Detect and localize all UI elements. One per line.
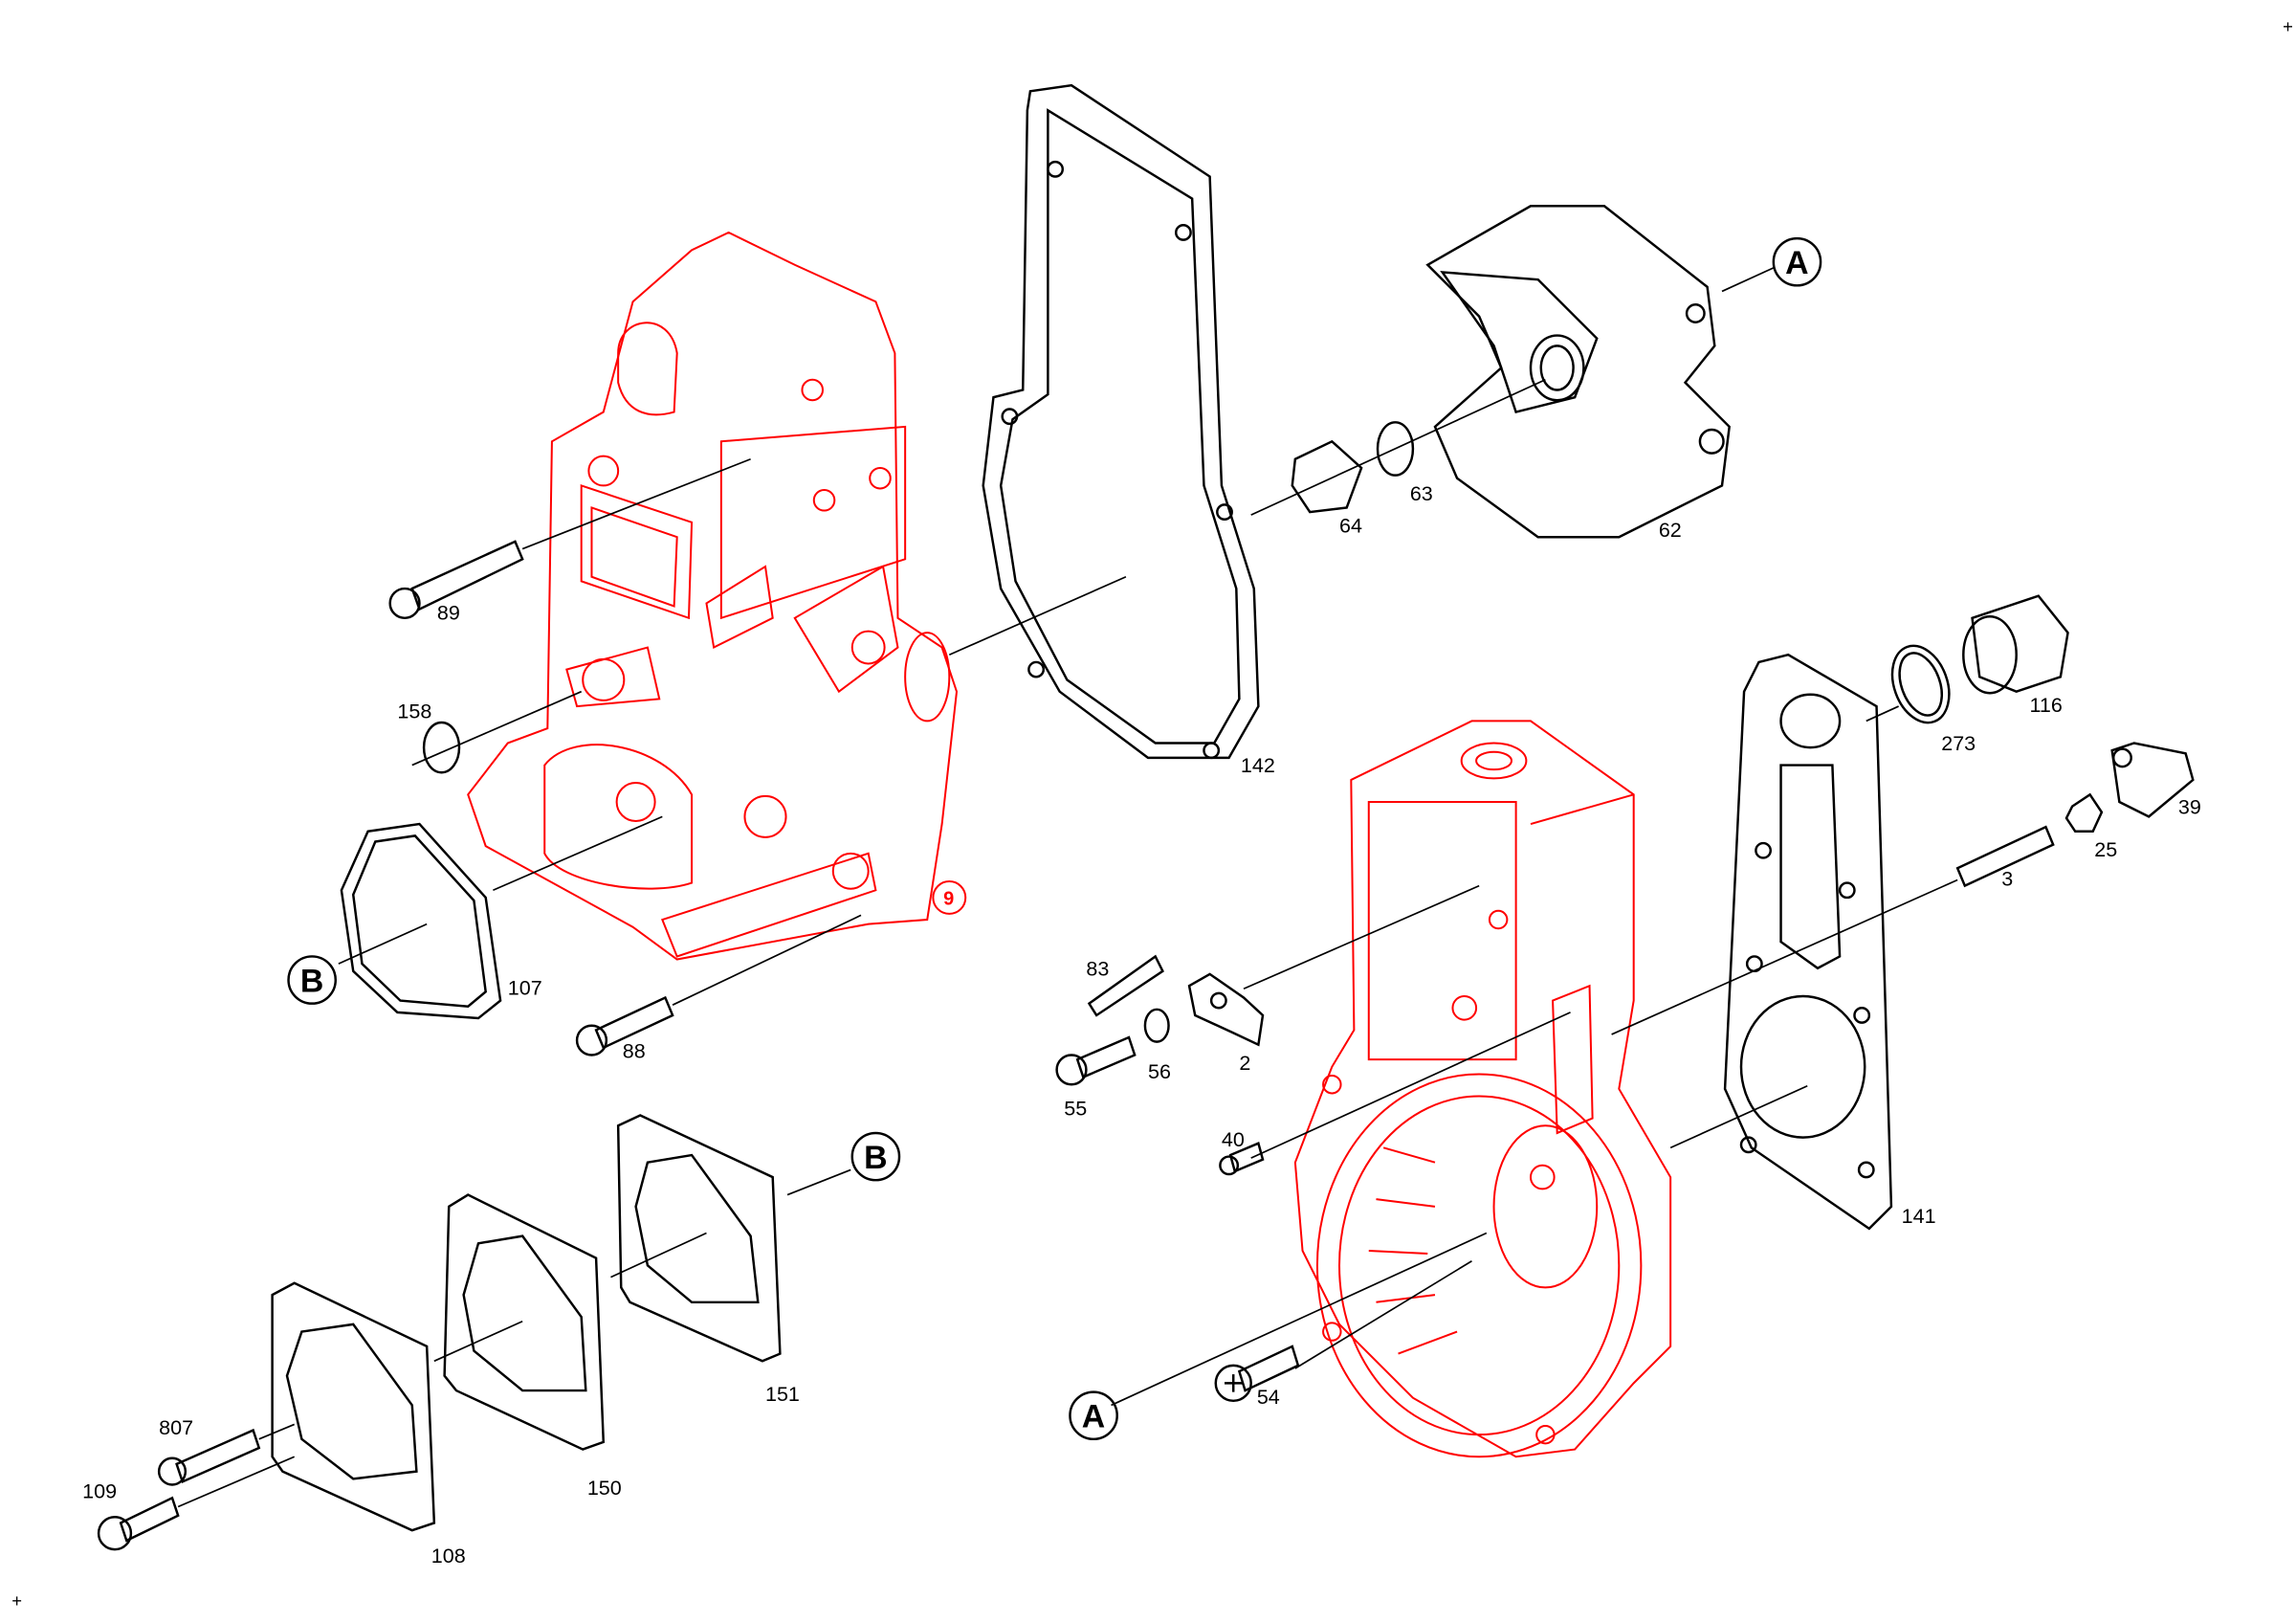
- part-label-63: 63: [1410, 482, 1433, 505]
- part-label-2: 2: [1239, 1052, 1250, 1075]
- part-label-83: 83: [1086, 957, 1109, 980]
- gasket-part-141[interactable]: 141: [1723, 653, 1936, 1231]
- part-label-141: 141: [1902, 1205, 1936, 1228]
- part-label-25: 25: [2094, 838, 2117, 861]
- washer-part-56[interactable]: 56: [1143, 1008, 1171, 1083]
- svg-text:A: A: [1082, 1399, 1105, 1435]
- part-label-62: 62: [1659, 519, 1682, 542]
- reference-mark-a: A: [1069, 1390, 1118, 1441]
- part-label-807: 807: [159, 1416, 193, 1439]
- cover-plate-part-108[interactable]: 108: [271, 1281, 466, 1567]
- bracket-part-62[interactable]: 62: [1425, 205, 1731, 542]
- part-label-151: 151: [765, 1383, 800, 1406]
- part-label-9: 9: [943, 889, 954, 910]
- gasket-part-150[interactable]: 150: [443, 1193, 622, 1501]
- part-label-40: 40: [1222, 1128, 1245, 1151]
- lower-housing[interactable]: [1293, 720, 1672, 1458]
- svg-text:B: B: [864, 1140, 887, 1176]
- stud-part-3[interactable]: 3: [1955, 825, 2055, 891]
- seal-ring-part-158[interactable]: 158: [397, 700, 461, 774]
- corner-mark: +: [2283, 16, 2293, 36]
- reference-mark-a: A: [1772, 236, 1822, 287]
- pin-part-40[interactable]: 40: [1219, 1128, 1265, 1176]
- part-label-54: 54: [1257, 1386, 1280, 1409]
- screw-part-109[interactable]: 109: [82, 1479, 180, 1551]
- pump-housing-part-9[interactable]: 9: [467, 231, 967, 961]
- clamp-part-39[interactable]: 39: [2110, 742, 2201, 819]
- part-label-89: 89: [437, 601, 460, 624]
- corner-mark: +: [11, 1590, 22, 1611]
- screw-part-89[interactable]: 89: [388, 540, 524, 624]
- circlip-part-63[interactable]: 63: [1376, 421, 1433, 505]
- part-label-39: 39: [2178, 795, 2201, 818]
- part-label-56: 56: [1148, 1060, 1171, 1083]
- screw-part-54[interactable]: 54: [1214, 1345, 1300, 1409]
- reference-mark-b: B: [850, 1131, 901, 1182]
- part-label-158: 158: [397, 700, 431, 723]
- reference-mark-b: B: [287, 955, 338, 1005]
- bracket-part-2[interactable]: 2: [1187, 972, 1265, 1075]
- gasket-part-151[interactable]: 151: [616, 1114, 800, 1406]
- part-label-64: 64: [1339, 515, 1362, 538]
- svg-text:A: A: [1785, 245, 1808, 281]
- part-label-3: 3: [2001, 868, 2013, 891]
- part-label-108: 108: [431, 1545, 466, 1567]
- gasket-part-107[interactable]: 107: [340, 822, 542, 1020]
- part-label-107: 107: [508, 976, 542, 999]
- spring-part-83[interactable]: 83: [1086, 954, 1164, 1017]
- nut-part-25[interactable]: 25: [2064, 792, 2117, 861]
- screw-part-88[interactable]: 88: [575, 995, 674, 1063]
- gasket-part-142[interactable]: 142: [982, 83, 1275, 777]
- o-ring-part-273[interactable]: 273: [1882, 638, 1976, 756]
- part-label-109: 109: [82, 1479, 117, 1502]
- part-label-55: 55: [1064, 1098, 1087, 1121]
- screw-part-807[interactable]: 807: [157, 1416, 261, 1486]
- nut-part-116[interactable]: 116: [1962, 594, 2069, 717]
- screw-part-55[interactable]: 55: [1055, 1035, 1137, 1121]
- part-label-116: 116: [2030, 694, 2063, 717]
- part-label-142: 142: [1241, 754, 1275, 777]
- part-label-273: 273: [1941, 732, 1976, 755]
- part-label-150: 150: [587, 1477, 622, 1500]
- part-label-88: 88: [623, 1040, 646, 1063]
- bushing-part-64[interactable]: 64: [1291, 439, 1363, 538]
- svg-text:B: B: [300, 963, 323, 999]
